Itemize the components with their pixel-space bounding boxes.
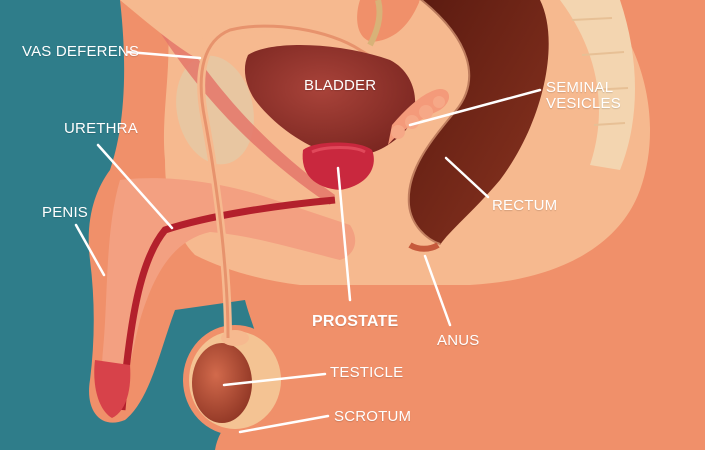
label-vas-deferens: VAS DEFERENS <box>22 44 139 60</box>
label-seminal-vesicles: SEMINAL VESICLES <box>546 80 626 112</box>
label-prostate: PROSTATE <box>312 314 398 330</box>
label-penis: PENIS <box>42 205 88 221</box>
label-seminal-vesicles-line2: VESICLES <box>546 96 626 112</box>
label-seminal-vesicles-line1: SEMINAL <box>546 80 626 96</box>
label-testicle: TESTICLE <box>330 365 403 381</box>
label-bladder: BLADDER <box>304 78 376 94</box>
label-urethra: URETHRA <box>64 121 138 137</box>
label-scrotum: SCROTUM <box>334 409 411 425</box>
label-anus: ANUS <box>437 333 479 349</box>
label-rectum: RECTUM <box>492 198 557 214</box>
